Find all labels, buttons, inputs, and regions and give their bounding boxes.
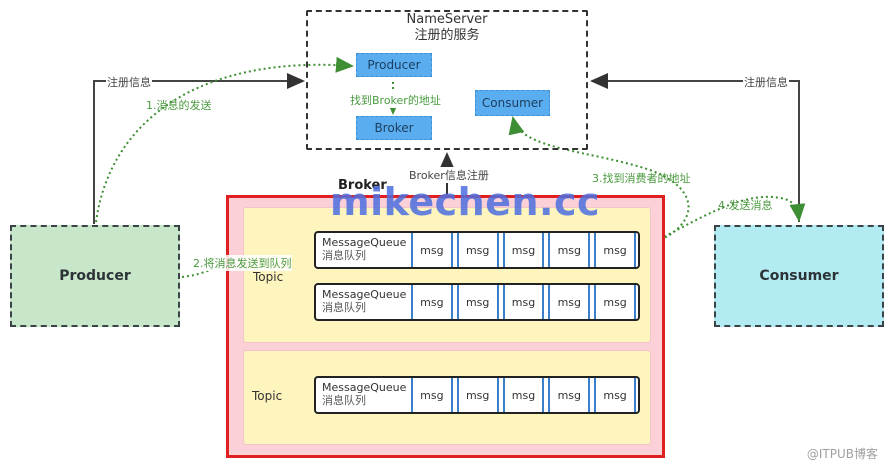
consumer-label: Consumer [759,268,839,284]
consumer-node[interactable]: Consumer [714,225,884,327]
nameserver-title: NameServer 注册的服务 [306,12,588,44]
nameserver-subtitle: 注册的服务 [414,28,480,43]
message-cell[interactable]: msg [548,378,591,412]
broker-register-label: Broker信息注册 [408,167,490,183]
message-cell[interactable]: msg [594,378,636,412]
queue-name-cn: 消息队列 [322,249,366,262]
message-cell[interactable]: msg [456,233,499,267]
consumer-register-line [590,73,800,222]
queue-name-cn: 消息队列 [322,394,366,407]
message-cell[interactable]: msg [411,233,453,267]
message-cell[interactable]: msg [594,285,636,319]
nameserver-name: NameServer [406,12,488,27]
step2-label: 2.将消息发送到队列 [193,255,292,271]
nameserver-box [306,10,588,150]
message-cell[interactable]: msg [456,285,499,319]
find-broker-label: 找到Broker的地址 [350,92,441,108]
message-cell[interactable]: msg [502,378,545,412]
consumer-register-label: 注册信息 [743,74,789,90]
queue-name: MessageQueue [322,236,407,249]
topic-label: Topic [252,389,283,403]
message-cell[interactable]: msg [548,285,591,319]
step1-arrow [95,56,354,223]
message-cell[interactable]: msg [594,233,636,267]
queue-name: MessageQueue [322,288,407,301]
credit-text: @ITPUB博客 [806,447,878,461]
queue-header: MessageQueue 消息队列 [316,285,411,319]
queue-name-cn: 消息队列 [322,301,366,314]
ns-broker-node[interactable]: Broker [356,116,432,140]
message-queue[interactable]: MessageQueue 消息队列 msg msg msg msg msg [314,376,640,414]
message-queue[interactable]: MessageQueue 消息队列 msg msg msg msg msg [314,231,640,269]
queue-header: MessageQueue 消息队列 [316,378,411,412]
step1-label: 1.消息的发送 [146,99,212,112]
step4-label: 4.发送消息 [718,199,773,212]
producer-node[interactable]: Producer [10,225,180,327]
broker-title: Broker [338,178,387,193]
message-cell[interactable]: msg [456,378,499,412]
producer-register-label: 注册信息 [106,74,152,90]
watermark-text: mikechen.cc [330,180,601,224]
message-cell[interactable]: msg [502,233,545,267]
producer-register-line [93,73,305,224]
message-cell[interactable]: msg [411,285,453,319]
producer-label: Producer [59,268,131,284]
message-cell[interactable]: msg [411,378,453,412]
topic-panel [243,207,651,343]
message-cell[interactable]: msg [502,285,545,319]
step3-arrow [508,116,690,248]
ns-consumer-node[interactable]: Consumer [475,90,550,116]
topic-label: Topic [253,270,284,284]
message-queue[interactable]: MessageQueue 消息队列 msg msg msg msg msg [314,283,640,321]
queue-name: MessageQueue [322,381,407,394]
ns-producer-node[interactable]: Producer [356,53,432,77]
message-cell[interactable]: msg [548,233,591,267]
queue-header: MessageQueue 消息队列 [316,233,411,267]
step3-label: 3.找到消费者的地址 [592,172,691,185]
